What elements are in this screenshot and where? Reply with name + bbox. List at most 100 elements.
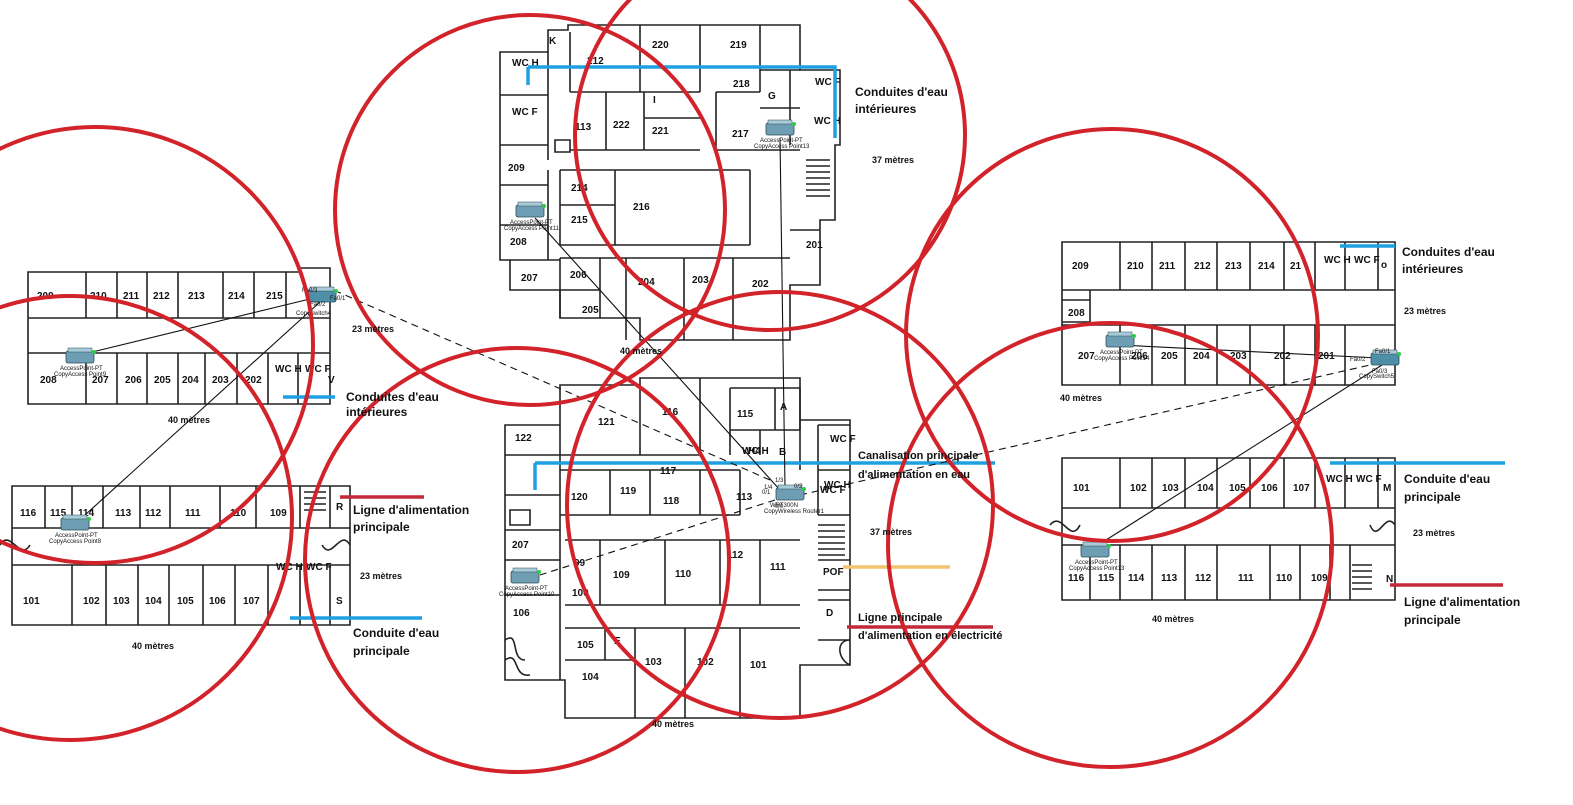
room-label: WC H (276, 562, 303, 573)
room-label: 112 (1195, 573, 1212, 584)
port-label: Fa0/3 (1372, 369, 1388, 375)
dim-lu-bottom: 40 mètres (168, 415, 210, 425)
room-label: 105 (177, 596, 194, 607)
room-label: 107 (243, 596, 260, 607)
room-label: 106 (209, 596, 226, 607)
switch-5[interactable]: CopySwitch5 (1359, 349, 1401, 380)
coverage-circle-ap10 (303, 346, 731, 774)
access-point-icon (510, 570, 540, 584)
room-label: 100 (572, 588, 589, 599)
room-label: o (1381, 260, 1387, 271)
room-label: 102 (697, 657, 714, 668)
room-label: 217 (732, 129, 749, 140)
annotations: Conduites d'eau intérieures 37 mètres 40… (132, 85, 1520, 729)
room-label: 209 (1072, 261, 1089, 272)
room-label: 215 (571, 215, 588, 226)
annot-c-power-2: d'alimentation en électricité (858, 630, 1002, 642)
dim-ll-right: 23 mètres (360, 571, 402, 581)
room-label: K (549, 36, 557, 47)
room-label: 113 (736, 492, 753, 503)
coverage-circle-ap13b (886, 321, 1334, 769)
device-name: AccessPoint-PT (1100, 350, 1143, 356)
link-status-icon (1397, 352, 1401, 356)
room-label: WC F (512, 107, 538, 118)
room-label: 208 (40, 375, 57, 386)
room-label: WC H (1326, 474, 1353, 485)
annot-ll-water-1: Conduite d'eau (353, 626, 439, 640)
link-switch5-ap13b (1094, 364, 1383, 548)
annot-rl-power-1: Ligne d'alimentation (1404, 595, 1520, 609)
port-label: Fa0/2 (1350, 357, 1366, 363)
dim-ru-right: 23 mètres (1404, 306, 1446, 316)
room-label: B (779, 447, 786, 458)
port-label: 0/1 (762, 490, 771, 496)
room-label: WC F (815, 77, 841, 88)
room-label: 208 (1068, 308, 1085, 319)
device-copy-name: CopySwitch4 (296, 311, 332, 317)
room-label: 115 (737, 409, 754, 420)
dim-lu-right: 23 mètres (352, 324, 394, 334)
room-label: 222 (613, 120, 630, 131)
room-label: V (328, 375, 335, 386)
dim-c-right: 37 mètres (870, 527, 912, 537)
room-label: 103 (113, 596, 130, 607)
room-label: WC H (275, 364, 302, 375)
room-label: 105 (577, 640, 594, 651)
device-top (777, 484, 803, 490)
room-label: 113 (1161, 573, 1178, 584)
annot-ll-power-2: principale (353, 520, 410, 534)
room-label: 114 (1128, 573, 1145, 584)
room-label: 120 (571, 492, 588, 503)
water-pipe-top (528, 65, 837, 138)
room-label: 207 (1078, 351, 1095, 362)
port-label: Fa0/3 (302, 288, 318, 294)
room-label: N (1386, 574, 1393, 585)
room-label: 112 (145, 508, 162, 519)
access-point-icon (1080, 544, 1110, 558)
device-copy-name: CopyAccess Point14 (1094, 356, 1150, 362)
room-label: I (653, 95, 656, 106)
room-label: 111 (185, 508, 201, 519)
building-left-upper (27, 267, 331, 405)
room-label: 109 (270, 508, 287, 519)
room-label: 112 (727, 550, 744, 561)
room-label: 202 (1274, 351, 1291, 362)
room-label: 107 (1293, 483, 1310, 494)
annot-ru-water-2: intérieures (1402, 262, 1464, 276)
switch-4[interactable]: CopySwitch4 (296, 286, 338, 317)
room-label: 206 (125, 375, 142, 386)
room-label: 110 (1276, 573, 1293, 584)
coverage-circle-ap14 (904, 127, 1320, 543)
room-label: 116 (1068, 573, 1085, 584)
room-label: 205 (154, 375, 171, 386)
room-label: 119 (620, 486, 637, 497)
room-label: 102 (1130, 483, 1147, 494)
device-copy-name: CopyWireless Router1 (764, 509, 825, 515)
dim-rl-bottom: 40 mètres (1152, 614, 1194, 624)
annot-ll-water-2: principale (353, 644, 410, 658)
link-status-icon (92, 350, 96, 354)
room-label: 106 (1261, 483, 1278, 494)
device-copy-name: CopyAccess Point10 (499, 592, 555, 598)
room-label: 113 (575, 122, 592, 133)
access-point-icon (515, 204, 545, 218)
device-name: AccessPoint-PT (1075, 560, 1118, 566)
room-label: 211 (123, 291, 140, 302)
room-label: 122 (515, 433, 532, 444)
access-point-icon (765, 122, 795, 136)
device-copy-name: CopyAccess Point13 (1069, 566, 1125, 572)
room-label: 203 (1230, 351, 1247, 362)
